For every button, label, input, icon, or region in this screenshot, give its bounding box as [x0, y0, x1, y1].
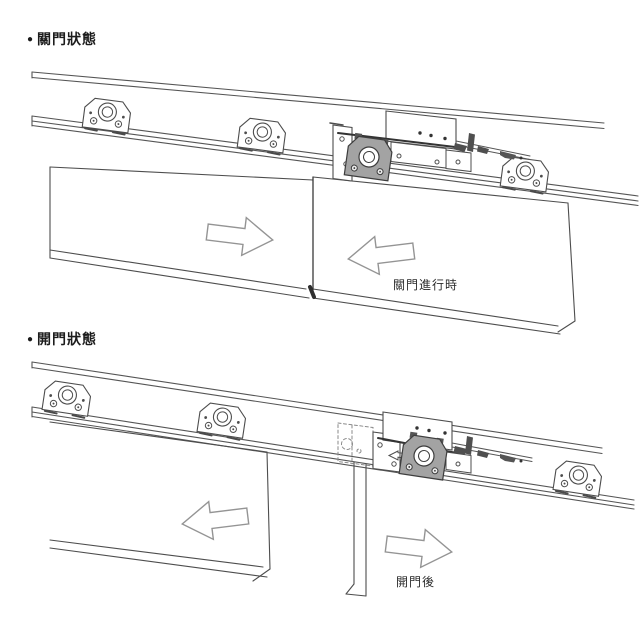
caption-after-opening: 開門後 — [396, 575, 436, 589]
bullet-icon: ● — [27, 334, 35, 345]
hanger-bracket — [235, 116, 288, 156]
latch-hook — [477, 146, 489, 154]
hanger-bracket — [551, 458, 604, 500]
open-state-diagram — [31, 361, 635, 597]
striker-clip — [500, 454, 516, 463]
section-heading-open: ● 開門狀態 — [27, 329, 97, 349]
door-direction-arrow-right — [204, 212, 276, 260]
section-heading-open-label: 開門狀態 — [37, 331, 98, 347]
door-jamb — [345, 461, 367, 597]
striker-clip — [500, 151, 516, 160]
latch-hook — [453, 143, 467, 152]
bullet-icon: ● — [27, 34, 35, 45]
latch-hook — [453, 446, 467, 455]
latch-hook — [477, 450, 489, 458]
door-seam — [308, 176, 316, 299]
latch-pin — [467, 133, 475, 152]
door-direction-arrow-right — [383, 524, 455, 572]
hanger-bracket — [80, 96, 133, 136]
section-heading-closed-label: 關門狀態 — [37, 31, 98, 47]
door-panel-right — [312, 176, 576, 335]
latch-pin — [465, 436, 473, 455]
caption-closing-in-progress: 關門進行時 — [393, 278, 459, 292]
door-panel-left — [49, 166, 314, 299]
hanger-bracket — [498, 155, 551, 195]
track — [31, 361, 635, 510]
soft-close-damper — [372, 411, 533, 474]
hanger-bracket — [40, 378, 93, 420]
latch-rod — [451, 442, 533, 459]
hanger-bracket — [195, 400, 248, 442]
door-direction-arrow-left — [179, 496, 251, 544]
section-heading-closed: ● 關門狀態 — [27, 29, 97, 49]
closed-state-diagram — [31, 71, 639, 335]
door-panel-left — [49, 421, 271, 582]
door-direction-arrow-left — [345, 231, 417, 279]
